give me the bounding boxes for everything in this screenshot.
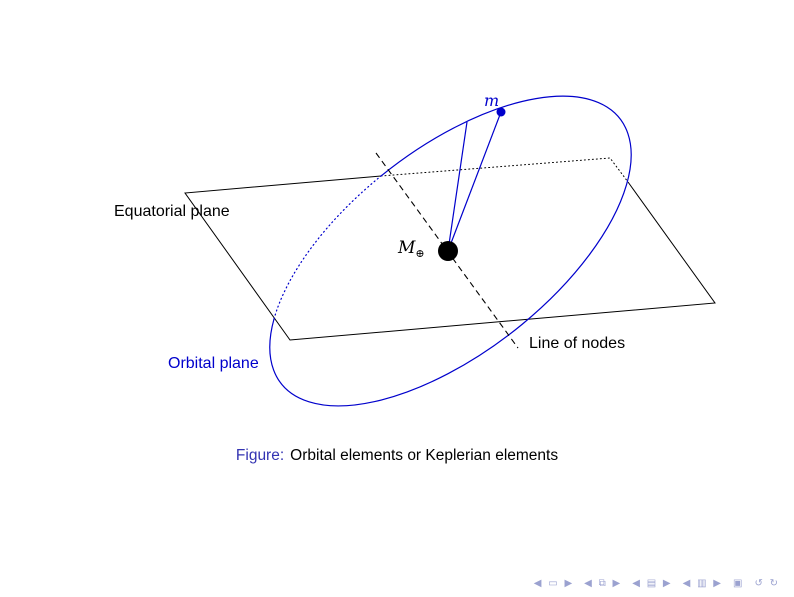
earth-subscript-icon: ⊕ (415, 247, 425, 260)
equatorial-plane-hidden-edge (380, 157, 629, 183)
orbiting-mass-dot (496, 107, 506, 117)
nav-presentation-icon[interactable]: ▣ (733, 578, 745, 589)
nav-section-controls[interactable]: ◀ ▥ ▶ (682, 578, 723, 589)
nav-back-forward-icons[interactable]: ↺ ↻ (754, 578, 780, 589)
orbiting-mass-label: m (484, 91, 500, 110)
radius-vector-line (447, 111, 502, 252)
equatorial-plane-outline (184, 175, 716, 341)
central-mass-label: M⊕ (398, 239, 425, 260)
perigee-direction-line (447, 121, 468, 252)
nav-slide-controls[interactable]: ◀ ▭ ▶ (533, 578, 575, 589)
orbit-ellipse-visible (269, 95, 632, 407)
central-mass-dot (438, 241, 458, 261)
caption-prefix: Figure: (235, 447, 285, 464)
caption-text: Orbital elements or Keplerian elements (290, 447, 559, 464)
beamer-navigation-bar: ◀ ▭ ▶ ◀ ⧉ ▶ ◀ ▤ ▶ ◀ ▥ ▶ ▣ ↺ ↻ (534, 578, 780, 589)
equatorial-plane-label: Equatorial plane (114, 203, 230, 220)
nav-subsection-controls[interactable]: ◀ ▤ ▶ (632, 578, 673, 589)
figure-caption: Figure: Orbital elements or Keplerian ele… (0, 447, 794, 465)
central-mass-symbol: M (398, 238, 416, 258)
orbit-ellipse-hidden (273, 175, 382, 320)
line-of-nodes-label: Line of nodes (529, 335, 626, 352)
orbital-plane-label: Orbital plane (168, 355, 259, 372)
nav-frame-controls[interactable]: ◀ ⧉ ▶ (584, 578, 623, 589)
